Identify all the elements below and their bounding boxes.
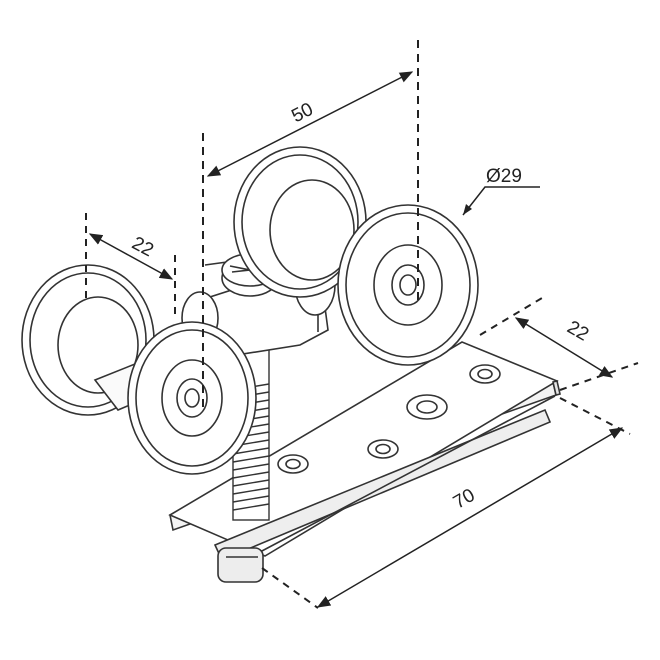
leader-line: [462, 186, 540, 216]
front-right-wheel: [337, 204, 479, 366]
front-left-wheel: [127, 321, 257, 475]
dimension-label-22-plate: 22: [563, 317, 592, 346]
dimension-line: [88, 233, 174, 280]
extension-line: [479, 297, 543, 336]
dimension-wheel-diameter: Ø29: [462, 166, 540, 216]
extension-line: [559, 397, 631, 435]
extension-line: [261, 567, 319, 609]
dimension-line: [514, 317, 614, 378]
dimension-line: [206, 71, 414, 177]
back-right-wheel: [233, 146, 367, 298]
dimension-line: [316, 427, 624, 608]
back-left-wheel: [21, 264, 162, 416]
dimension-label-diameter: Ø29: [486, 166, 522, 187]
dimension-label-70: 70: [450, 485, 479, 514]
extension-line: [559, 362, 639, 391]
